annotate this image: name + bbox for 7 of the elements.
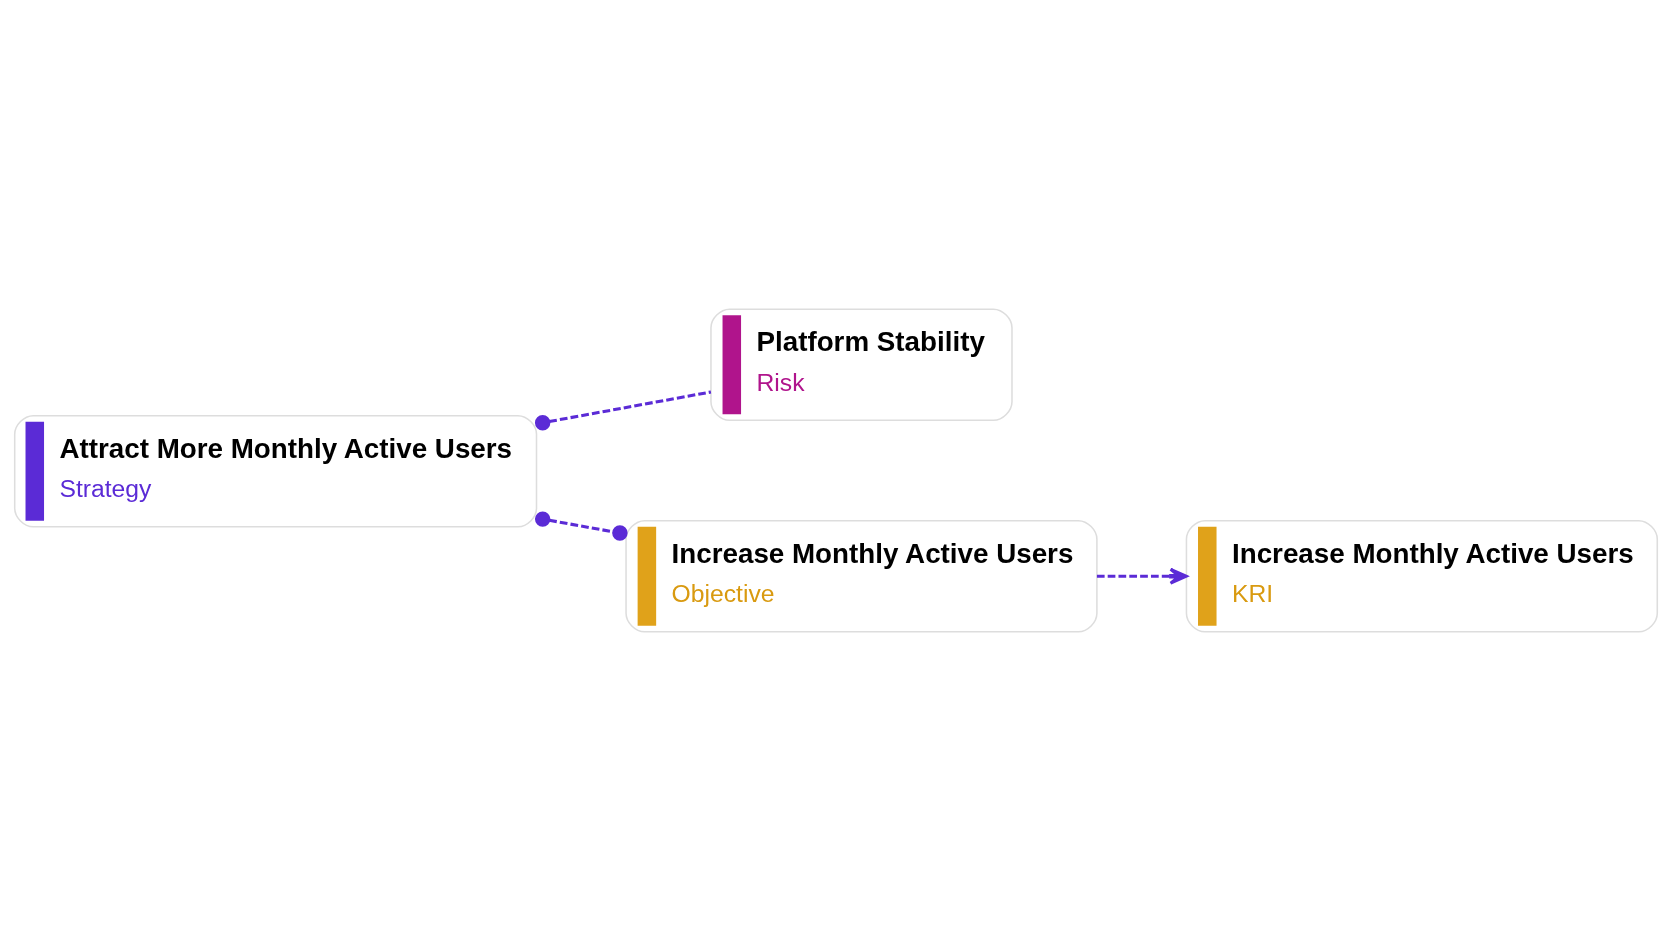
- connector: [534, 390, 712, 431]
- node-box: Increase Monthly Active Users KRI: [1185, 519, 1659, 633]
- connector: [534, 511, 628, 541]
- node-box: Attract More Monthly Active Users Strategy: [13, 414, 538, 528]
- node-box: Increase Monthly Active Users Objective: [625, 519, 1098, 633]
- arrow: [1096, 567, 1188, 585]
- node-box: Platform Stability Risk: [710, 308, 1013, 422]
